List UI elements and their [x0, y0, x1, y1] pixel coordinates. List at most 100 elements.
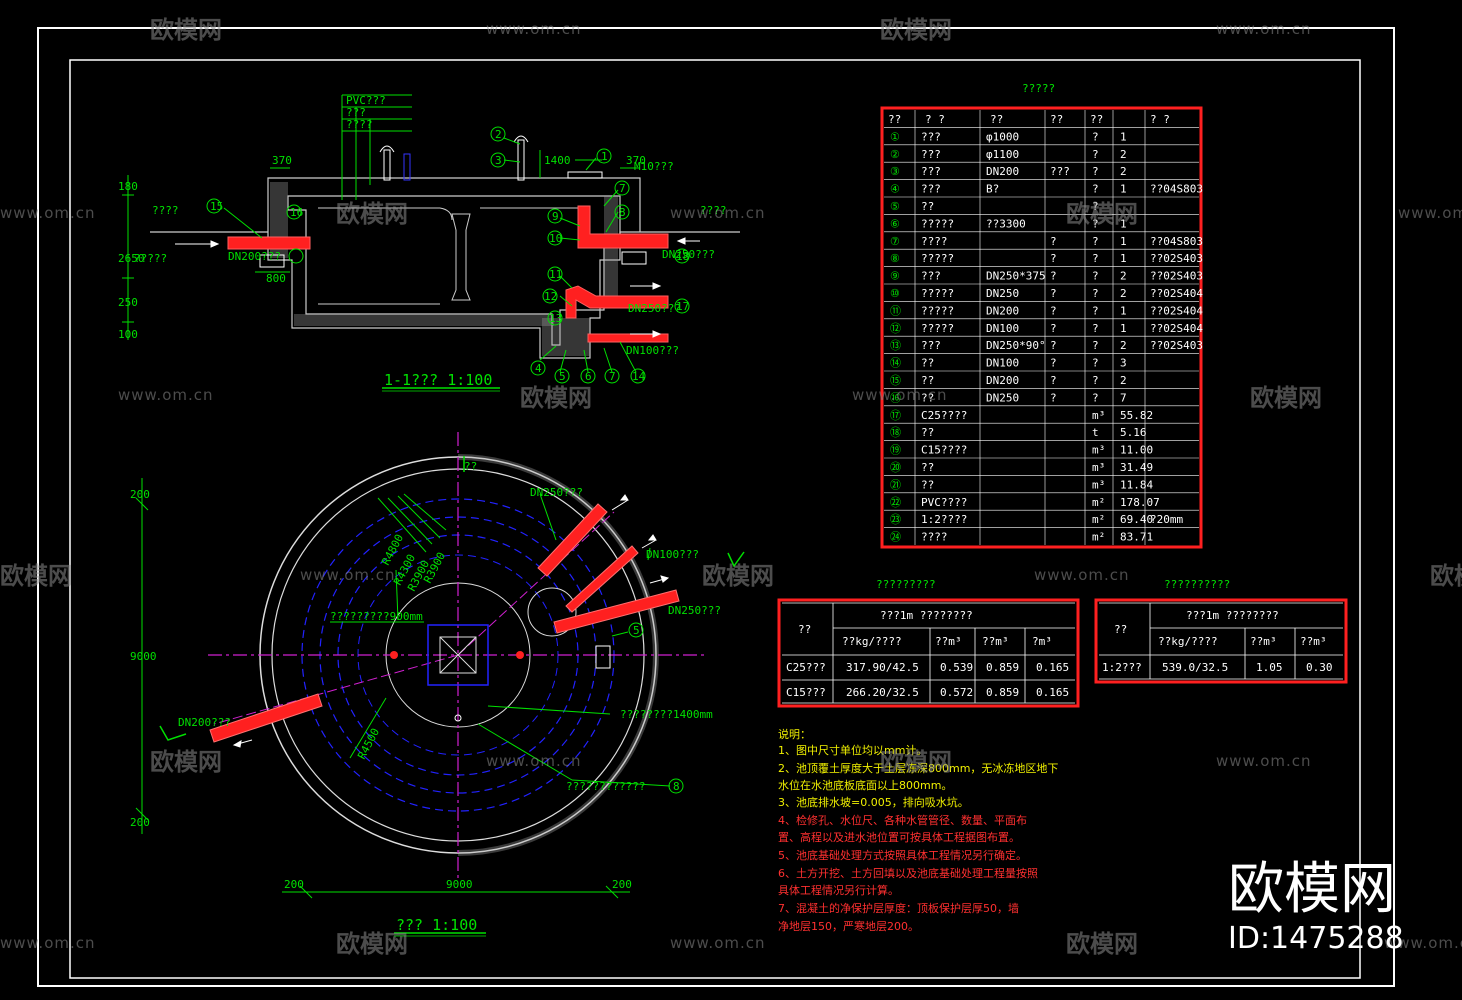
concrete-r1-c3: 0.539 [940, 661, 973, 674]
concrete-sub-2: ??m³ [935, 635, 962, 648]
concrete-h2: ???1m ???????? [880, 609, 973, 622]
section-texts: PVC??? ??? ???? 370 1400 370 180 2650 25… [118, 94, 727, 389]
materials-row-16-cell-5: 55.82 [1120, 409, 1153, 422]
materials-row-21-cell-1: PVC???? [921, 496, 967, 509]
watermark-logo-5: 欧模网 [520, 384, 592, 412]
materials-row-3-cell-4: ? [1092, 183, 1099, 196]
materials-row-17-cell-1: ?? [921, 426, 934, 439]
materials-row-22-cell-4: m² [1092, 513, 1105, 526]
plan-top-tag: ?? [464, 460, 477, 473]
watermark-url-4: www.om.cn [670, 204, 766, 222]
plan-marker-5: 5 [633, 624, 640, 637]
concrete-table [777, 598, 1080, 708]
materials-row-6-cell-4: ? [1092, 235, 1099, 248]
materials-row-15-cell-0: ⑯ [890, 391, 901, 404]
watermark-logo-12: 欧模网 [336, 930, 408, 958]
concrete-r1-c1: C25??? [786, 661, 826, 674]
num-b6: 6 [585, 370, 592, 383]
watermark-url-12: www.om.cn [0, 934, 96, 952]
materials-table-title: ????? [1022, 82, 1055, 95]
materials-row-5-cell-1: ????? [921, 217, 954, 230]
plan-dim-bottom-2: 9000 [446, 878, 473, 891]
mortar-table-texts: ?????????? ?? ???1m ???????? ??kg/???? ?… [1102, 578, 1333, 674]
plan-dim-left-3: 200 [130, 816, 150, 829]
concrete-sub-4: ?m³ [1032, 635, 1052, 648]
materials-row-8-cell-5: 2 [1120, 270, 1127, 283]
materials-row-7-cell-4: ? [1092, 252, 1099, 265]
materials-row-10-cell-5: 1 [1120, 304, 1127, 317]
num-7: 7 [619, 182, 626, 195]
materials-row-2-cell-5: 2 [1120, 165, 1127, 178]
materials-row-15-cell-1: ?? [921, 391, 934, 404]
concrete-r1-c5: 0.165 [1036, 661, 1069, 674]
section-view [122, 94, 740, 392]
outlet-pipe-dn250-top [577, 205, 669, 249]
materials-row-8-cell-6: ??02S403 [1150, 270, 1203, 283]
inner-frame [69, 59, 1361, 979]
section-label-2: ??? [346, 106, 366, 119]
num-11: 11 [549, 268, 562, 281]
materials-row-3-cell-5: 1 [1120, 183, 1127, 196]
materials-row-17-cell-0: ⑱ [890, 426, 901, 439]
materials-row-3-cell-6: ??04S803 [1150, 183, 1203, 196]
materials-row-20-cell-1: ?? [921, 478, 934, 491]
materials-row-12-cell-2: DN250*90° [986, 339, 1046, 352]
num-1: 1 [601, 150, 608, 163]
materials-row-11-cell-4: ? [1092, 322, 1099, 335]
materials-header-1: ? ? [925, 113, 945, 126]
materials-row-13-cell-5: 3 [1120, 357, 1127, 370]
concrete-r2-c2: 266.20/32.5 [846, 686, 919, 699]
materials-row-14-cell-0: ⑮ [890, 374, 901, 387]
plan-label-ring: ?????????900mm [330, 610, 423, 623]
materials-row-3-cell-2: B? [986, 183, 999, 196]
materials-row-2-cell-3: ??? [1050, 165, 1070, 178]
materials-row-11-cell-3: ? [1050, 322, 1057, 335]
materials-row-13-cell-3: ? [1050, 357, 1057, 370]
materials-row-17-cell-4: t [1092, 426, 1099, 439]
materials-row-9-cell-4: ? [1092, 287, 1099, 300]
plan-dim-left-1: 200 [130, 488, 150, 501]
materials-row-5-cell-5: 1 [1120, 217, 1127, 230]
plan-pipe-dn100 [565, 545, 639, 613]
materials-row-12-cell-5: 2 [1120, 339, 1127, 352]
materials-row-19-cell-0: ⑳ [890, 461, 901, 474]
materials-row-11-cell-5: 1 [1120, 322, 1127, 335]
watermark-url-8: www.om.cn [300, 566, 396, 584]
materials-row-11-cell-0: ⑫ [890, 322, 901, 335]
concrete-r2-c1: C15??? [786, 686, 826, 699]
materials-row-7-cell-3: ? [1050, 252, 1057, 265]
plan-label-bottom: ???????????? [566, 780, 645, 793]
materials-row-15-cell-3: ? [1050, 391, 1057, 404]
materials-row-10-cell-2: DN200 [986, 304, 1019, 317]
mortar-sub-2: ??m³ [1250, 635, 1277, 648]
num-8: 8 [619, 206, 626, 219]
materials-row-5-cell-2: ??3300 [986, 217, 1026, 230]
materials-row-18-cell-1: C15???? [921, 444, 967, 457]
watermark-url-6: www.om.cn [118, 386, 214, 404]
materials-row-10-cell-3: ? [1050, 304, 1057, 317]
materials-row-15-cell-4: ? [1092, 391, 1099, 404]
materials-row-9-cell-1: ????? [921, 287, 954, 300]
concrete-r2-c5: 0.165 [1036, 686, 1069, 699]
materials-row-12-cell-6: ??02S403 [1150, 339, 1203, 352]
materials-row-18-cell-0: ⑲ [890, 444, 901, 457]
dim-left-4: 100 [118, 328, 138, 341]
big-logo: 欧模网 [1228, 857, 1396, 922]
materials-row-13-cell-2: DN100 [986, 357, 1019, 370]
note-line-9: 具体工程情况另行计算。 [778, 883, 899, 897]
materials-row-22-cell-6: ?20mm [1150, 513, 1183, 526]
plan-label-dn200: DN200??? [178, 716, 231, 729]
mortar-table-title: ?????????? [1164, 578, 1230, 591]
materials-row-0-cell-2: φ1000 [986, 130, 1019, 143]
materials-row-19-cell-5: 31.49 [1120, 461, 1153, 474]
plan-texts: ??? 1:100 200 9000 200 200 9000 200 DN25… [130, 460, 721, 934]
materials-row-16-cell-4: m³ [1092, 409, 1105, 422]
materials-row-4-cell-1: ?? [921, 200, 934, 213]
num-2: 2 [495, 128, 502, 141]
num-9: 9 [552, 210, 559, 223]
plan-dim-bottom-3: 200 [612, 878, 632, 891]
materials-row-10-cell-4: ? [1092, 304, 1099, 317]
materials-row-1-cell-4: ? [1092, 148, 1099, 161]
concrete-r1-c2: 317.90/42.5 [846, 661, 919, 674]
